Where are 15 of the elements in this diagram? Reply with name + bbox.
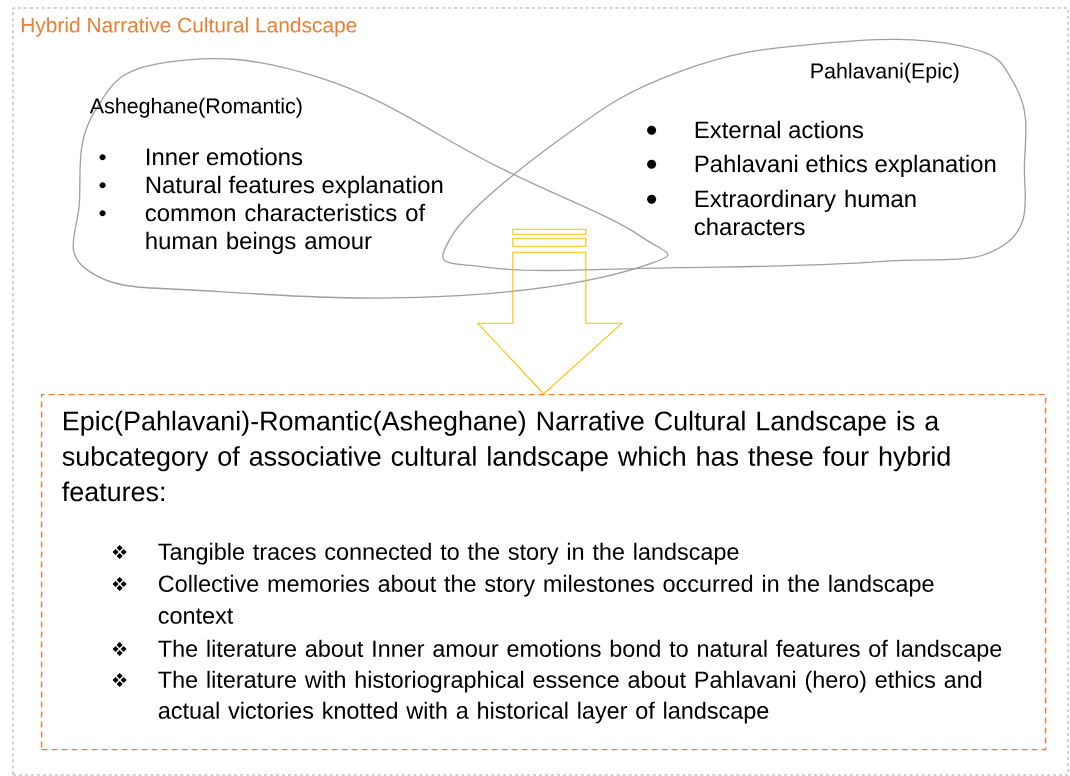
list-item: External actions [695, 120, 863, 139]
block-arrow [476, 251, 624, 395]
list-item: The literature about Inner amour emotions bond to natural features of landscape [158, 639, 1002, 662]
heading: Asheghane(Romantic) [89, 97, 302, 118]
list-item: Inner emotions [147, 147, 303, 166]
list-item: The literature with historiographical essence about Pahlavani (hero) ethics and actual victories knotted with a historical layer of landscape [158, 670, 982, 724]
list-item: Tangible traces connected to the story in the landscape [158, 542, 739, 565]
list-item: Extraordinary human characters [694, 189, 916, 236]
list-item: Natural features explanation [146, 175, 443, 199]
heading: Hybrid Narrative Cultural Landscape [21, 17, 357, 37]
heading: Pahlavani(Epic) [811, 62, 959, 83]
list-item: Collective memories about the story milestones occurred in the landscape context [158, 574, 934, 624]
list-item: common characteristics of human beings amour [145, 203, 426, 254]
list-item: Pahlavani ethics explanation [695, 154, 996, 178]
paragraph: Epic(Pahlavani)-Romantic(Asheghane) Narrative Cultural Landscape is a subcategory of associative cultural landscape which has these four hybrid features: [62, 410, 950, 502]
